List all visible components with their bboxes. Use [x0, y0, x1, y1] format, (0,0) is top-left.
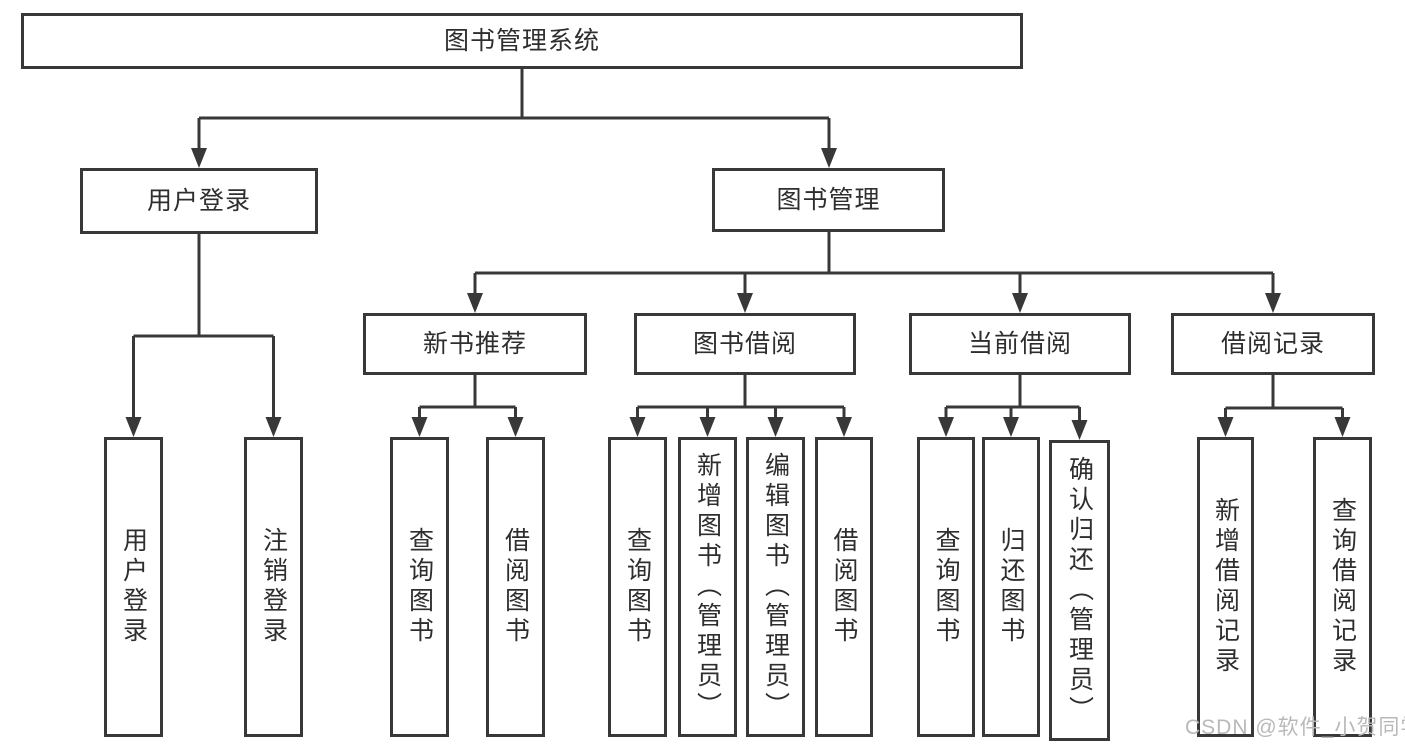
node-leaf-edit-books-admin: 编辑图书（管理员）	[746, 437, 805, 737]
node-book-management: 图书管理	[712, 168, 945, 232]
node-leaf-query-books-borrow: 查询图书	[608, 437, 667, 737]
node-leaf-borrow-books-recommend: 借阅图书	[486, 437, 545, 737]
node-library-system: 图书管理系统	[21, 13, 1023, 69]
node-leaf-user-login: 用户登录	[104, 437, 163, 737]
node-leaf-confirm-return-admin: 确认归还（管理员）	[1049, 440, 1110, 741]
node-current-borrow: 当前借阅	[909, 313, 1131, 375]
csdn-watermark: CSDN @软件_小贺同学	[1185, 716, 1405, 739]
node-leaf-add-borrow-record: 新增借阅记录	[1197, 437, 1254, 737]
node-leaf-logout: 注销登录	[244, 437, 303, 737]
node-leaf-add-books-admin: 新增图书（管理员）	[678, 437, 737, 737]
node-leaf-borrow-books: 借阅图书	[815, 437, 873, 737]
node-leaf-return-books: 归还图书	[982, 437, 1040, 737]
node-leaf-query-books-recommend: 查询图书	[390, 437, 449, 737]
node-leaf-query-books-current: 查询图书	[917, 437, 975, 737]
node-new-book-recommend: 新书推荐	[363, 313, 587, 375]
node-user-login: 用户登录	[80, 168, 318, 234]
node-book-borrow: 图书借阅	[634, 313, 856, 375]
node-leaf-query-borrow-record: 查询借阅记录	[1313, 437, 1372, 737]
node-borrow-records: 借阅记录	[1171, 313, 1375, 375]
